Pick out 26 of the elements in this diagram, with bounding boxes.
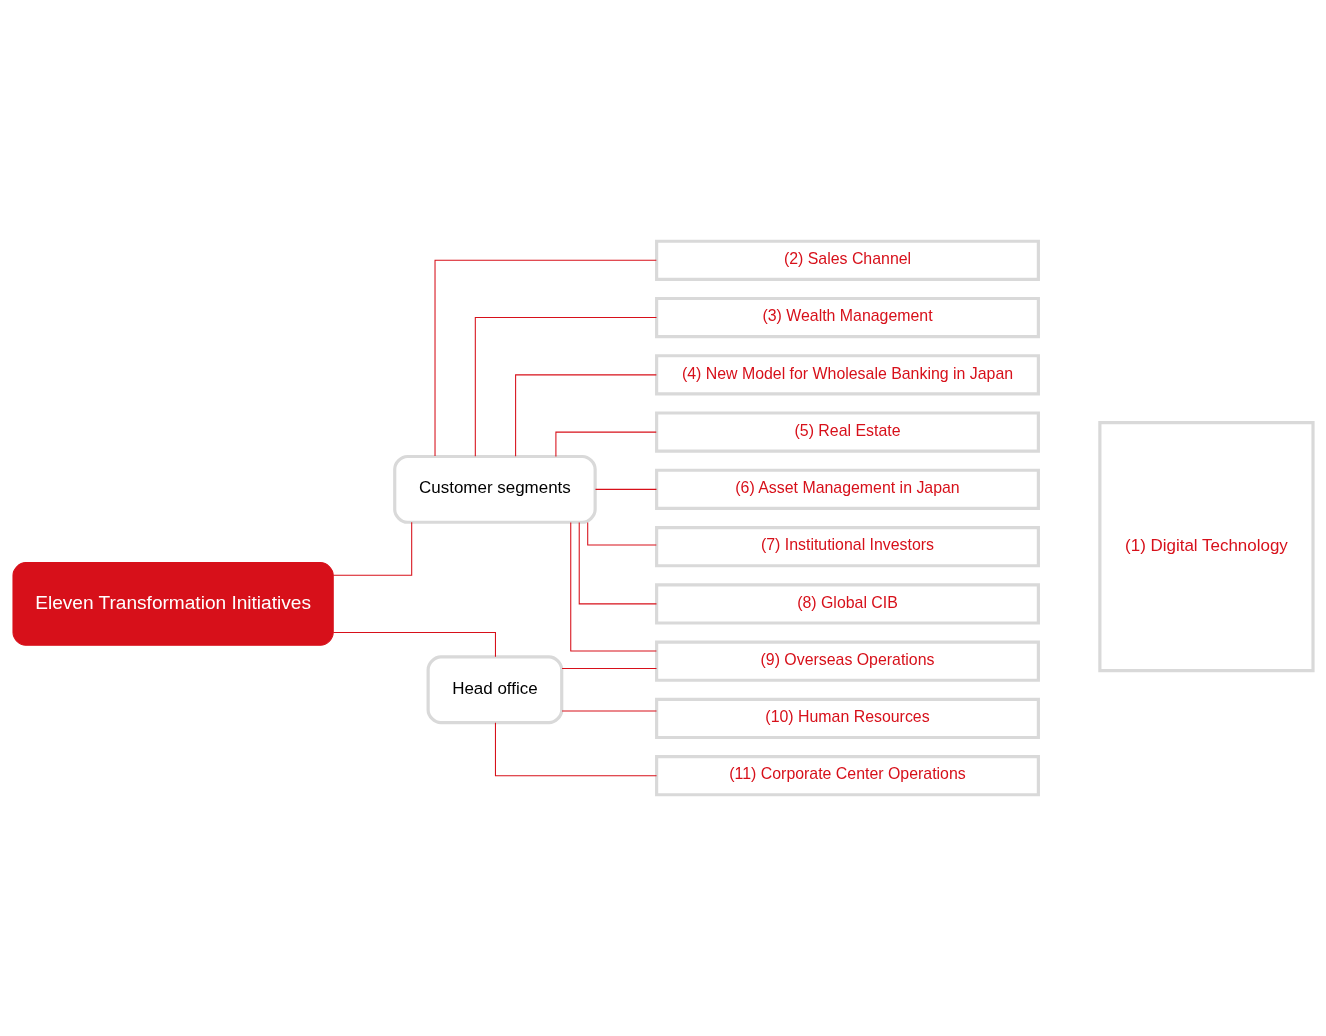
node-box: (11) Corporate Center Operations — [655, 755, 1040, 797]
connector — [587, 521, 657, 546]
node-box: (1) Digital Technology — [1098, 421, 1315, 673]
node-box: (6) Asset Management in Japan — [655, 468, 1040, 511]
node-box: (10) Human Resources — [655, 697, 1040, 740]
node-box: (2) Sales Channel — [655, 239, 1040, 281]
connector — [494, 722, 658, 777]
connector — [594, 488, 657, 490]
node-box: (9) Overseas Operations — [655, 640, 1040, 682]
connector — [332, 632, 496, 658]
connector — [555, 431, 657, 457]
node-box: (7) Institutional Investors — [655, 525, 1040, 568]
node-box: Customer segments — [393, 454, 597, 524]
node-box: (3) Wealth Management — [655, 296, 1040, 339]
node-box: (4) New Model for Wholesale Banking in Japan — [655, 354, 1040, 396]
connector — [332, 521, 413, 576]
node-box: (5) Real Estate — [655, 411, 1040, 453]
node-box: (8) Global CIB — [655, 583, 1040, 625]
connector — [515, 374, 657, 457]
connector — [570, 521, 657, 652]
connector — [578, 521, 657, 605]
connector — [561, 668, 658, 670]
node-box: Head office — [426, 655, 564, 725]
connector — [434, 259, 657, 457]
node-box: Eleven Transformation Initiatives — [12, 562, 334, 646]
connector — [474, 317, 658, 457]
